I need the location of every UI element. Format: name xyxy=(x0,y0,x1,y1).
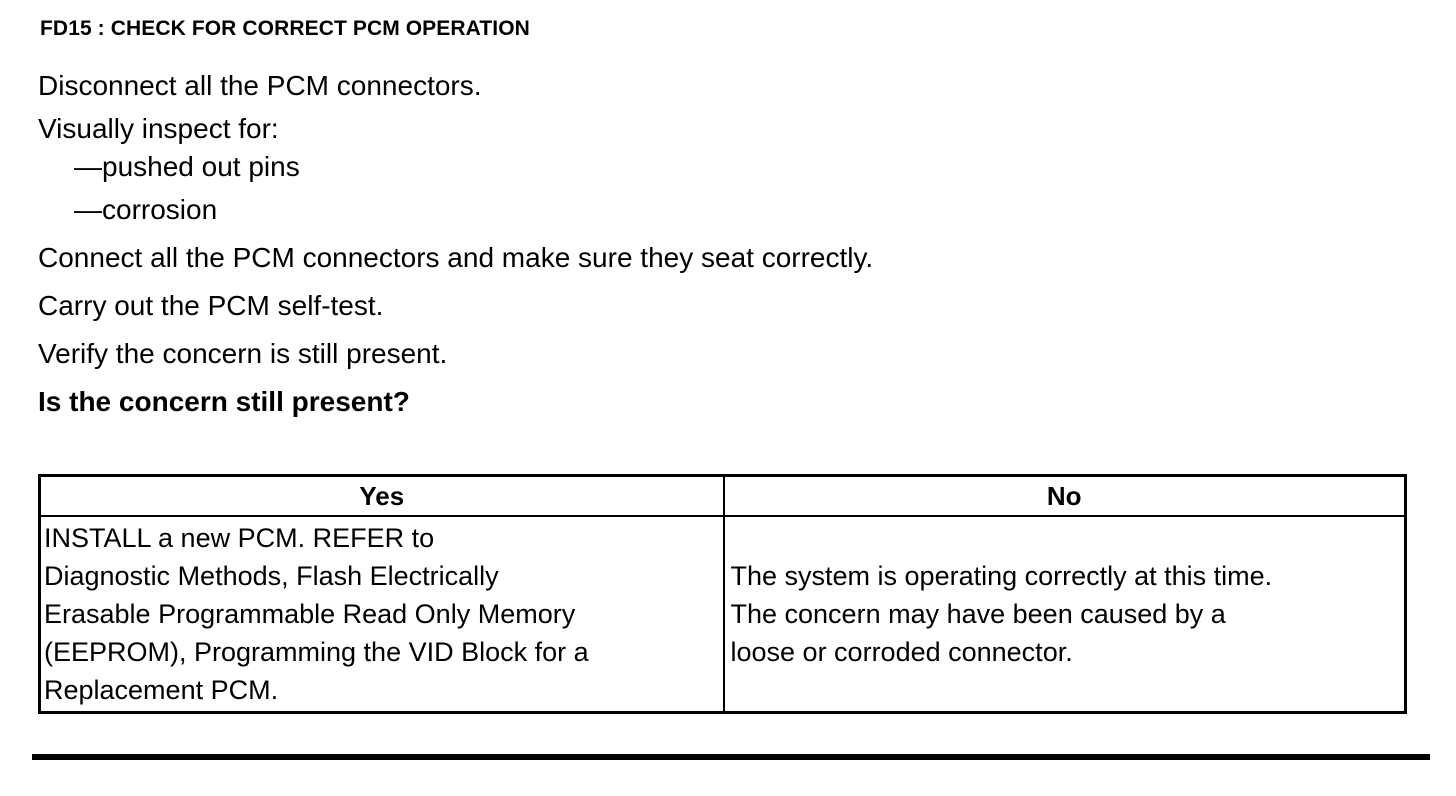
column-header-no: No xyxy=(722,474,1407,517)
cell-no-text: The system is operating correctly at thi… xyxy=(725,557,1405,671)
cell-no-line-3: loose or corroded connector. xyxy=(730,637,1073,667)
step-line-connect: Connect all the PCM connectors and make … xyxy=(38,242,874,273)
cell-yes-line-5: Replacement PCM. xyxy=(44,675,279,705)
cell-yes-line-2: Diagnostic Methods, Flash Electrically xyxy=(44,561,499,591)
cell-no-line-2: The concern may have been caused by a xyxy=(730,599,1226,629)
step-line-disconnect: Disconnect all the PCM connectors. xyxy=(38,70,482,101)
cell-yes-action: INSTALL a new PCM. REFER to Diagnostic M… xyxy=(38,515,725,714)
step-line-self-test: Carry out the PCM self-test. xyxy=(38,290,384,321)
table-row: INSTALL a new PCM. REFER to Diagnostic M… xyxy=(38,515,1407,714)
footer-divider xyxy=(32,754,1430,760)
cell-yes-text: INSTALL a new PCM. REFER to Diagnostic M… xyxy=(41,517,723,711)
page-title: FD15 : CHECK FOR CORRECT PCM OPERATION xyxy=(40,17,530,40)
cell-yes-line-3: Erasable Programmable Read Only Memory xyxy=(44,599,576,629)
column-header-yes: Yes xyxy=(38,474,725,517)
cell-yes-line-4: (EEPROM), Programming the VID Block for … xyxy=(44,637,589,667)
procedure-steps: Disconnect all the PCM connectors. Visua… xyxy=(38,62,1418,426)
cell-yes-line-1: INSTALL a new PCM. REFER to xyxy=(44,523,435,553)
step-line-bullet-pushed-out-pins: —pushed out pins xyxy=(74,151,300,182)
step-line-bullet-corrosion: —corrosion xyxy=(74,194,218,225)
step-line-visual-inspect: Visually inspect for: xyxy=(38,113,279,144)
step-line-verify: Verify the concern is still present. xyxy=(38,338,448,369)
decision-table: Yes No INSTALL a new PCM. REFER to Diagn… xyxy=(38,474,1407,714)
table-header-row: Yes No xyxy=(38,474,1407,517)
cell-no-action: The system is operating correctly at thi… xyxy=(722,515,1407,714)
step-line-question: Is the concern still present? xyxy=(38,386,410,417)
cell-no-line-1: The system is operating correctly at thi… xyxy=(730,561,1273,591)
